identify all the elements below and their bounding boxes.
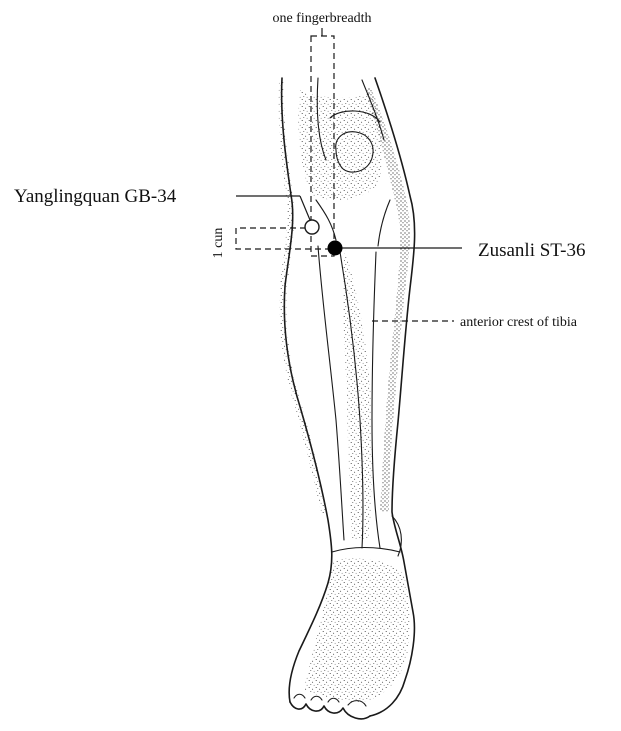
fingerbreadth-label: one fingerbreadth (272, 11, 371, 26)
shade-foot (304, 559, 410, 702)
gb34-leader-diagonal (300, 196, 310, 220)
st36-label: Zusanli ST-36 (478, 240, 586, 261)
foot-toes (290, 702, 370, 719)
gb34-point-marker (305, 220, 319, 234)
tibia-medial-line (372, 252, 380, 548)
leg-illustration (278, 78, 414, 719)
st36-point-marker (328, 241, 343, 256)
gb34-label: Yanglingquan GB-34 (14, 186, 177, 207)
one-cun-label: 1 cun (211, 228, 226, 259)
toe-nail-1 (294, 694, 305, 698)
toe-nail-2 (311, 696, 322, 700)
ankle-line (332, 548, 400, 553)
tibia-label: anterior crest of tibia (460, 315, 578, 330)
tibial-tuberosity (316, 200, 390, 246)
